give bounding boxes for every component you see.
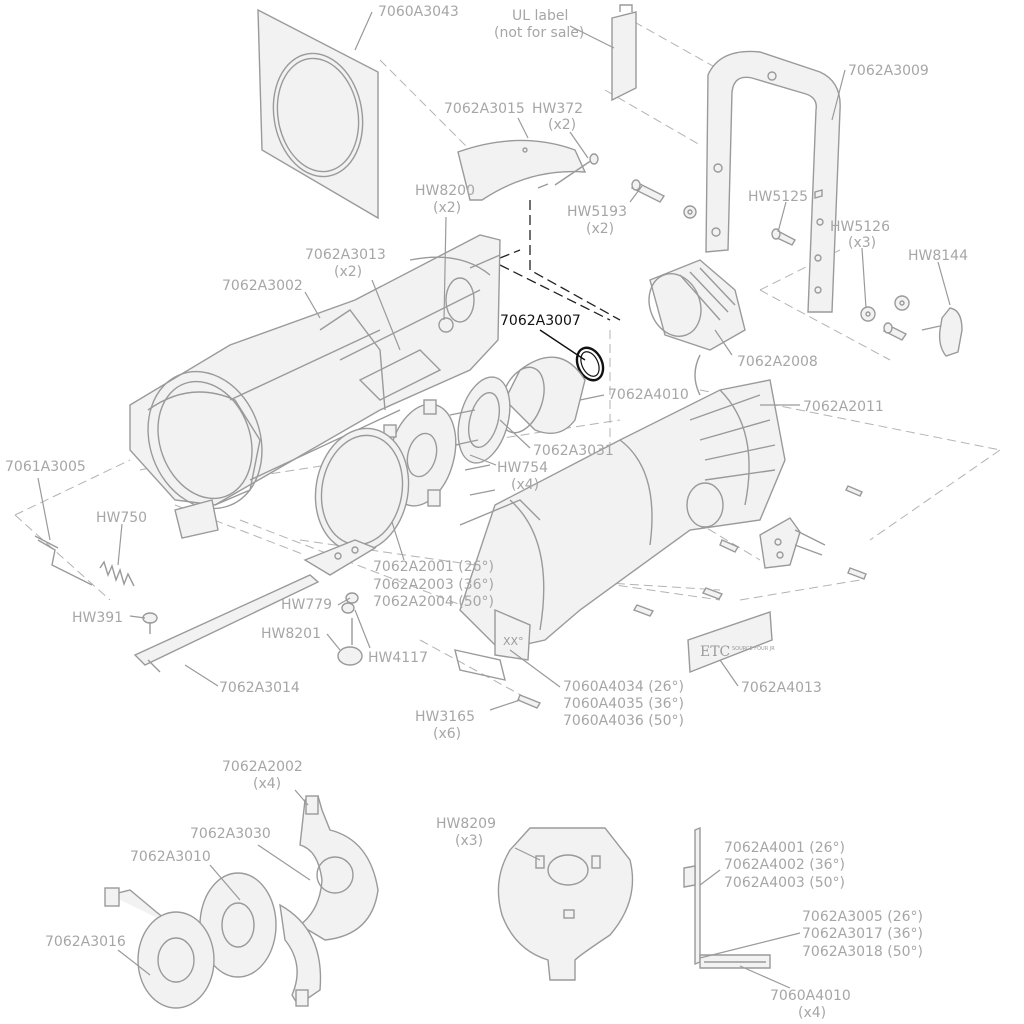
washer-hw5126-part (860, 295, 910, 341)
gobo-holder-part (683, 826, 771, 969)
label-7062A2003: 7062A2003 (36°) (373, 577, 494, 593)
label-7062A2011: 7062A2011 (803, 399, 884, 415)
label-7062A4010: 7062A4010 (608, 387, 689, 403)
label-7062A3013-qty: (x2) (334, 264, 362, 280)
lamp-cap-part (648, 259, 746, 396)
label-hw4117: HW4117 (368, 650, 428, 666)
knob-hw8144-part (921, 307, 963, 357)
label-hw391: HW391 (72, 610, 123, 626)
label-hw8200-qty: (x2) (433, 200, 461, 216)
label-plate-part: ETC SOURCE FOUR JR (687, 611, 775, 674)
label-hw754: HW754 (497, 460, 548, 476)
label-hw754-qty: (x4) (511, 477, 539, 493)
label-7062A4013: 7062A4013 (741, 680, 822, 696)
label-ul-label: UL label (512, 8, 568, 24)
barrel-screws-part (517, 485, 867, 709)
drop-in-iris-part (497, 827, 634, 981)
spring-hw750-part (99, 560, 135, 587)
label-7060A4010-qty: (x4) (798, 1005, 826, 1021)
label-7062A3031: 7062A3031 (533, 443, 614, 459)
label-7062A2002-qty: (x4) (253, 776, 281, 792)
label-hw5193-qty: (x2) (586, 221, 614, 237)
label-hw8200: HW8200 (415, 183, 475, 199)
label-7062A3010: 7062A3010 (130, 849, 211, 865)
label-hw5125: HW5125 (748, 189, 808, 205)
label-7062A2004: 7062A2004 (50°) (373, 594, 494, 610)
label-hw5126: HW5126 (830, 219, 890, 235)
source-four-text: SOURCE FOUR JR (732, 646, 775, 652)
label-hw8209-qty: (x3) (455, 833, 483, 849)
label-hw5193: HW5193 (567, 204, 627, 220)
screw-hw5125-part (771, 189, 823, 246)
label-7062A3009: 7062A3009 (848, 63, 929, 79)
label-7062A3014: 7062A3014 (219, 680, 300, 696)
part-labels: 7060A3043 UL label (not for sale) 7062A3… (5, 4, 968, 1021)
label-7060A3043: 7060A3043 (378, 4, 459, 20)
shutter-assembly-part (383, 376, 511, 507)
label-7062A3030: 7062A3030 (190, 826, 271, 842)
label-7062A2008: 7062A2008 (737, 354, 818, 370)
ring-7062A3007-part (575, 346, 605, 382)
label-hw5126-qty: (x3) (848, 235, 876, 251)
label-hw779: HW779 (281, 597, 332, 613)
label-7062A2002: 7062A2002 (222, 759, 303, 775)
label-hw3165: HW3165 (415, 709, 475, 725)
screw-hw391-part (142, 612, 158, 634)
label-7062A3005: 7062A3005 (26°) (802, 909, 923, 925)
label-hw8209: HW8209 (436, 816, 496, 832)
shutter-7062A3010-part (199, 872, 322, 1007)
label-hw8201: HW8201 (261, 626, 321, 642)
label-7061A3005: 7061A3005 (5, 459, 86, 475)
label-7060A4035: 7060A4035 (36°) (563, 696, 684, 712)
crank-part (34, 535, 93, 586)
label-7062A4001: 7062A4001 (26°) (724, 840, 845, 856)
label-7062A3013: 7062A3013 (305, 247, 386, 263)
leader-lines (37, 11, 951, 989)
rear-plate-part (759, 517, 826, 569)
beam-angle-marking: XX° (503, 635, 524, 648)
label-7062A4003: 7062A4003 (50°) (724, 875, 845, 891)
label-7062A3018: 7062A3018 (50°) (802, 944, 923, 960)
ul-label-part (611, 4, 637, 102)
label-7062A3015: 7062A3015 (444, 101, 525, 117)
label-7062A3017: 7062A3017 (36°) (802, 926, 923, 942)
label-7062A3002: 7062A3002 (222, 278, 303, 294)
label-7062A3007-highlighted: 7062A3007 (500, 313, 581, 329)
label-7060A4034: 7060A4034 (26°) (563, 679, 684, 695)
barrel-body-part (454, 379, 786, 681)
rail-part (133, 574, 320, 673)
housing-part (129, 234, 501, 539)
label-7062A4002: 7062A4002 (36°) (724, 857, 845, 873)
shutter-7062A3030-part (298, 795, 379, 941)
label-7060A4010: 7060A4010 (770, 988, 851, 1004)
label-7062A3016: 7062A3016 (45, 934, 126, 950)
label-hw372: HW372 (532, 101, 583, 117)
color-frame-part (257, 8, 379, 220)
label-not-for-sale: (not for sale) (494, 25, 584, 41)
etc-logo-text: ETC (700, 644, 730, 660)
label-hw750: HW750 (96, 510, 147, 526)
screw-hw5193-part (630, 179, 697, 219)
label-7062A2001: 7062A2001 (26°) (373, 559, 494, 575)
label-hw372-qty: (x2) (548, 117, 576, 133)
label-hw8144: HW8144 (908, 248, 968, 264)
screw-hw372-part (554, 153, 599, 186)
bottom-bracket-part (303, 539, 377, 666)
top-shield-part (457, 139, 587, 201)
label-7060A4036: 7060A4036 (50°) (563, 713, 684, 729)
shutter-7062A3016-part (104, 887, 215, 1009)
label-hw3165-qty: (x6) (433, 726, 461, 742)
lens-part (314, 427, 410, 553)
yoke-part (705, 50, 841, 313)
